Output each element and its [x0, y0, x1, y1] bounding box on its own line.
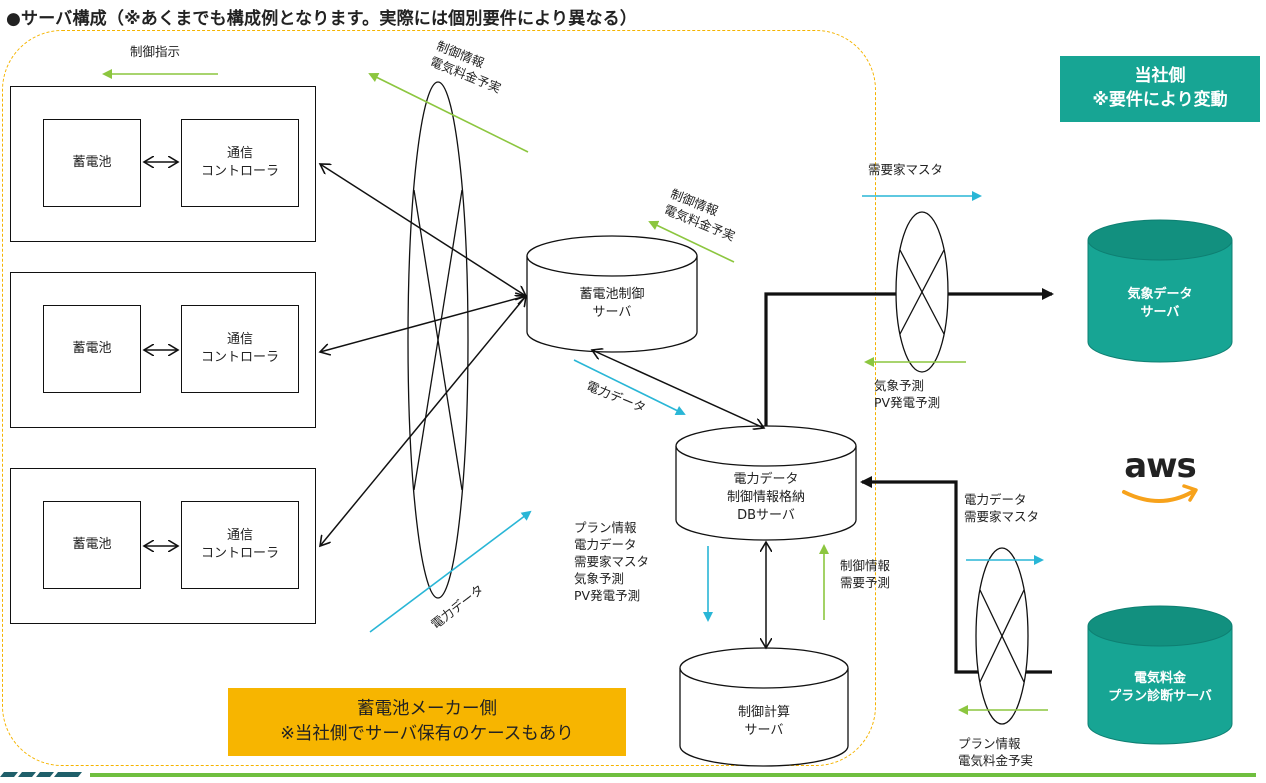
weather-server-label: 気象データ サーバ	[1127, 286, 1193, 320]
maker-side-note: 蓄電池メーカー側 ※当社側でサーバ保有のケースもあり	[228, 688, 626, 756]
comm-controller-box: 通信 コントローラ	[181, 305, 299, 393]
weather-forecast-label: 気象予測 PV発電予測	[874, 378, 941, 410]
tariff-server-label: 電気料金 プラン診断サーバ	[1108, 670, 1212, 704]
db-server-cylinder	[675, 425, 857, 541]
maker-side-zone	[2, 30, 876, 766]
network-ellipse-right-top	[895, 211, 949, 373]
company-side-note: 当社側 ※要件により変動	[1060, 56, 1260, 122]
weather-server-cylinder	[1087, 219, 1233, 363]
comm-controller-box: 通信 コントローラ	[181, 119, 299, 207]
footer-stripe	[0, 772, 1256, 777]
calc-server-label: 制御計算 サーバ	[737, 704, 790, 738]
battery-box: 蓄電池	[43, 305, 141, 393]
tariff-server-cylinder	[1087, 605, 1233, 745]
page-title: ●サーバ構成（※あくまでも構成例となります。実際には個別要件により異なる）	[6, 9, 638, 29]
aws-smile-icon	[1122, 484, 1198, 503]
battery-control-server-label: 蓄電池制御 サーバ	[579, 286, 645, 320]
battery-group-3: 蓄電池 通信 コントローラ	[10, 468, 316, 624]
db-outputs-label: プラン情報 電力データ 需要家マスタ 気象予測 PV発電予測	[574, 520, 650, 603]
aws-logo-text: aws	[1124, 446, 1197, 486]
battery-controller-links	[144, 162, 178, 546]
plan-rate-label: プラン情報 電気料金予実	[958, 736, 1034, 768]
customer-master-label: 需要家マスタ	[868, 162, 944, 177]
db-inputs-label: 制御情報 需要予測	[840, 558, 891, 590]
battery-group-2: 蓄電池 通信 コントローラ	[10, 272, 316, 428]
power-customer-label: 電力データ 需要家マスタ	[964, 492, 1040, 524]
comm-controller-box: 通信 コントローラ	[181, 501, 299, 589]
calc-server-cylinder	[679, 647, 849, 767]
network-ellipse-right-bottom	[975, 547, 1029, 725]
network-ellipse-left	[407, 81, 469, 599]
controller-server-links	[320, 164, 526, 546]
battery-box: 蓄電池	[43, 119, 141, 207]
control-instruction-label: 制御指示	[130, 44, 181, 59]
aws-logo: aws	[1118, 446, 1202, 508]
db-server-label: 電力データ 制御情報格納 DBサーバ	[726, 471, 805, 524]
battery-control-server-cylinder	[526, 235, 698, 353]
battery-box: 蓄電池	[43, 501, 141, 589]
